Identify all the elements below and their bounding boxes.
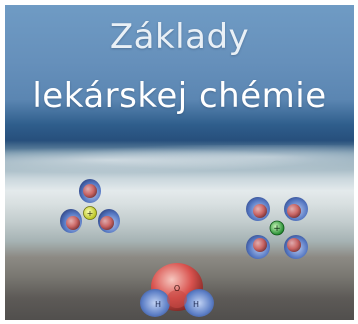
svg-text:+: + — [273, 224, 281, 234]
title-line-1: Základy — [109, 17, 250, 57]
atom-label-h-left: H — [155, 300, 161, 309]
molecule-right-atoms: + — [246, 197, 308, 259]
molecule-right-illustration: + — [246, 197, 308, 259]
molecule-left-atoms: + — [60, 179, 120, 233]
molecule-bottom-atoms: H O H — [140, 263, 214, 317]
atom-label-h-right: H — [193, 300, 199, 309]
atom-label-o: O — [174, 284, 180, 293]
molecule-left-illustration: + — [60, 179, 120, 233]
title-line-2: lekárskej chémie — [32, 76, 327, 116]
wave-foam — [5, 145, 354, 175]
book-cover: Základy lekárskej chémie — [5, 5, 354, 320]
molecule-bottom-illustration: H O H — [140, 263, 214, 317]
svg-text:+: + — [87, 209, 94, 218]
